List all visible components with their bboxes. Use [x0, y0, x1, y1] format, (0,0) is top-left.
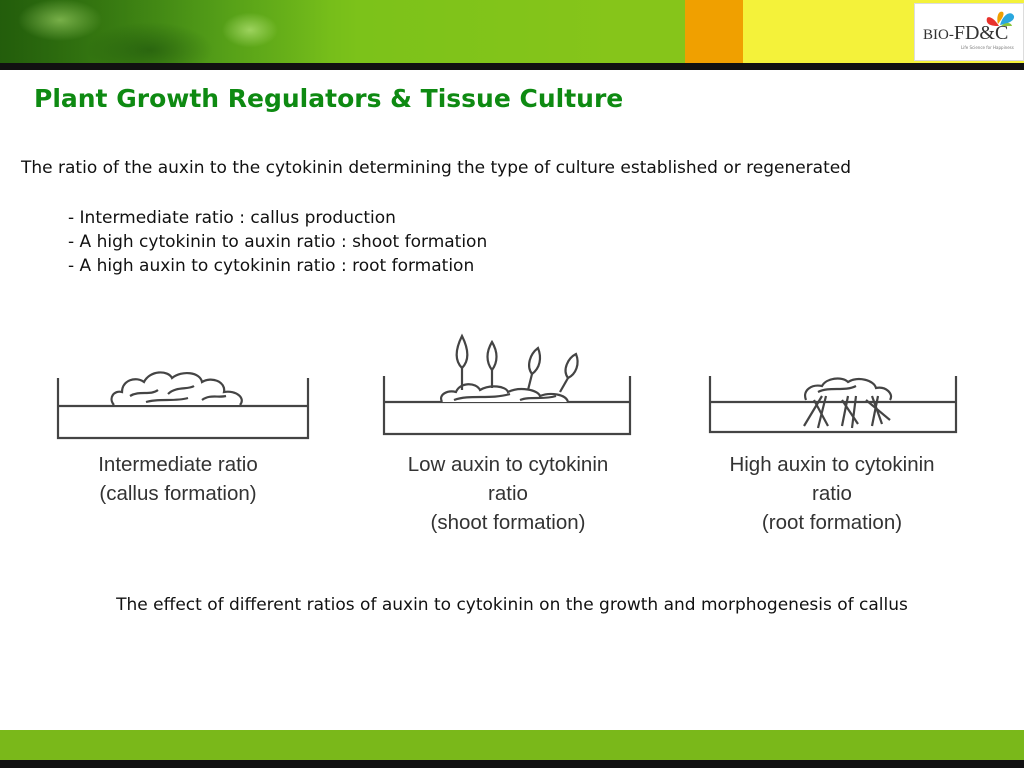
shoot-dish-illustration: [382, 333, 632, 436]
slide-title: Plant Growth Regulators & Tissue Culture: [34, 84, 624, 113]
panel-root-caption: High auxin to cytokinin ratio (root form…: [729, 453, 935, 534]
butterfly-logo-icon: [986, 11, 1015, 26]
panel-callus-caption: Intermediate ratio (callus formation): [98, 453, 258, 505]
logo-tagline: Life Science for Happiness: [961, 45, 1014, 50]
callus-dish-illustration: [56, 371, 310, 440]
header-orange-block: [685, 0, 743, 63]
panel-shoot-caption: Low auxin to cytokinin ratio (shoot form…: [407, 453, 609, 534]
ratio-list: - Intermediate ratio : callus production…: [68, 206, 487, 278]
header-rule: [0, 63, 1024, 70]
header-photo: [0, 0, 330, 63]
list-item: - A high auxin to cytokinin ratio : root…: [68, 256, 475, 276]
logo-wordmark: BIO-FD&C: [923, 22, 1009, 44]
header-banner: BIO-FD&C Life Science for Happiness: [0, 0, 1024, 63]
figure-caption: The effect of different ratios of auxin …: [116, 595, 908, 615]
footer-rule: [0, 760, 1024, 768]
company-logo: BIO-FD&C Life Science for Happiness: [914, 3, 1024, 61]
callus-ratio-figure: Intermediate ratio (callus formation): [50, 320, 980, 550]
intro-text: The ratio of the auxin to the cytokinin …: [21, 158, 852, 178]
root-dish-illustration: [708, 376, 958, 434]
list-item: - Intermediate ratio : callus production: [68, 208, 396, 228]
footer-band: [0, 730, 1024, 760]
list-item: - A high cytokinin to auxin ratio : shoo…: [68, 232, 488, 252]
